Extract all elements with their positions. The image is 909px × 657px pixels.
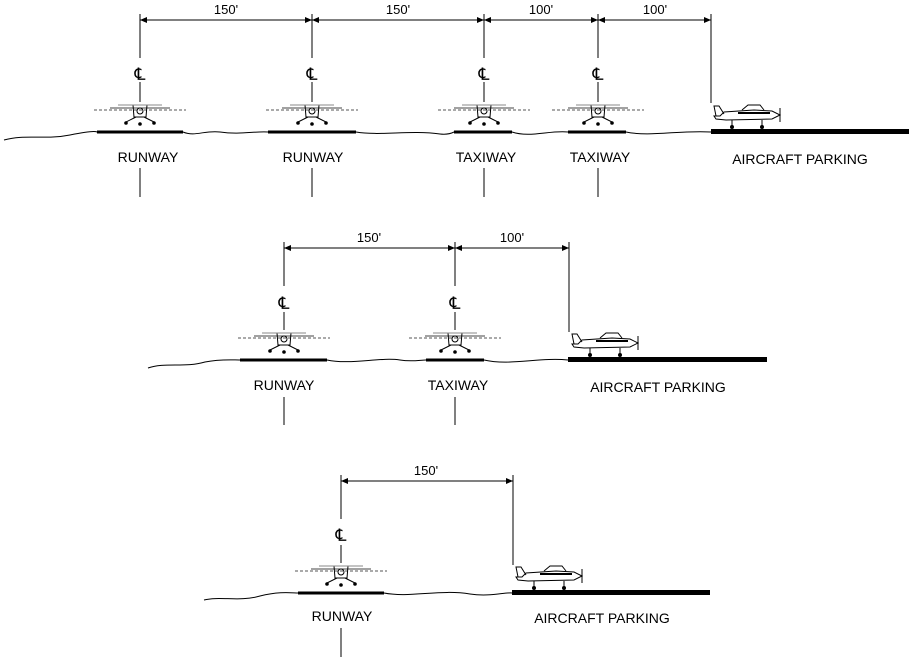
dimension-arrow (448, 245, 462, 251)
taxiway-pavement (454, 130, 512, 134)
taxiway-pavement (426, 358, 484, 362)
section-1: 150' 150' 100' 100' ℄ ℄ ℄ ℄ RUNWAY RUNWA… (3, 2, 909, 197)
dimension-label: 100' (500, 230, 524, 245)
taxiway-label: TAXIWAY (456, 149, 517, 165)
aircraft-side-view-icon (571, 332, 639, 358)
dimension-arrow (284, 245, 291, 251)
aircraft-front-view-icon (437, 104, 531, 127)
aircraft-parking-label: AIRCRAFT PARKING (732, 151, 868, 167)
dimension-arrow (562, 245, 569, 251)
centerline-symbol: ℄ (335, 526, 347, 545)
runway-label: RUNWAY (254, 377, 315, 393)
apron-pavement (568, 357, 767, 362)
runway-pavement (268, 130, 356, 134)
aircraft-side-view-icon (515, 565, 583, 591)
dimension-label: 150' (214, 2, 238, 17)
aircraft-parking-label: AIRCRAFT PARKING (590, 379, 726, 395)
centerline-symbol: ℄ (478, 65, 490, 84)
taxiway-pavement (568, 130, 626, 134)
dimension-arrow (341, 478, 348, 484)
dimension-label: 100' (529, 2, 553, 17)
aircraft-front-view-icon (265, 104, 359, 127)
dimension-label: 150' (386, 2, 410, 17)
aircraft-front-view-icon (408, 332, 502, 355)
dimension-arrow (704, 17, 711, 23)
runway-label: RUNWAY (283, 149, 344, 165)
aircraft-front-view-icon (551, 104, 645, 127)
taxiway-label: TAXIWAY (570, 149, 631, 165)
runway-pavement (240, 358, 327, 362)
aircraft-side-view-icon (713, 104, 781, 130)
dimension-label: 150' (414, 463, 438, 478)
centerline-symbol: ℄ (306, 65, 318, 84)
dimension-label: 150' (357, 230, 381, 245)
aircraft-front-view-icon (294, 565, 388, 588)
runway-label: RUNWAY (118, 149, 179, 165)
dimension-arrow (506, 478, 513, 484)
aircraft-front-view-icon (93, 104, 187, 127)
dimension-arrow (477, 17, 491, 23)
dimension-arrow (140, 17, 147, 23)
ground-line (203, 591, 513, 601)
runway-pavement (298, 591, 384, 595)
dimension-label: 100' (643, 2, 667, 17)
ground-line (3, 131, 712, 141)
runway-pavement (97, 130, 183, 134)
centerline-symbol: ℄ (592, 65, 604, 84)
dimension-arrow (305, 17, 319, 23)
ground-line (147, 358, 569, 369)
apron-pavement (711, 129, 909, 134)
aircraft-parking-label: AIRCRAFT PARKING (534, 610, 670, 626)
centerline-symbol: ℄ (134, 65, 146, 84)
runway-label: RUNWAY (312, 608, 373, 624)
apron-pavement (512, 590, 710, 595)
aircraft-front-view-icon (237, 332, 331, 355)
section-3: 150' ℄ RUNWAY AIRCRAFT PARKING (203, 463, 710, 657)
taxiway-label: TAXIWAY (428, 377, 489, 393)
centerline-symbol: ℄ (449, 294, 461, 313)
centerline-symbol: ℄ (278, 294, 290, 313)
dimension-arrow (591, 17, 605, 23)
section-2: 150' 100' ℄ ℄ RUNWAY TAXIWAY AIRCRAFT PA… (147, 230, 767, 425)
